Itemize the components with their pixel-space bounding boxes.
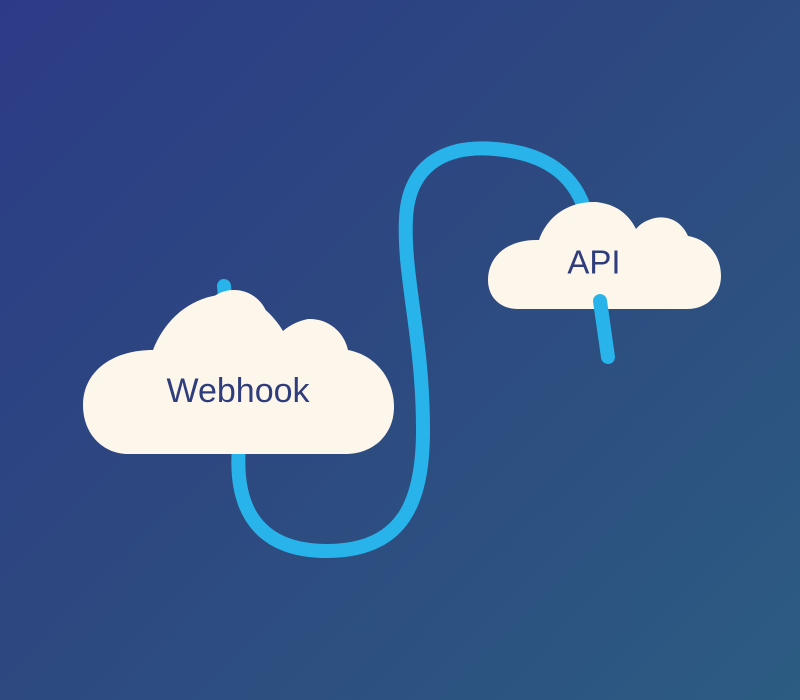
api-label: API xyxy=(567,243,621,281)
api-cloud-puff-center xyxy=(566,202,622,258)
webhook-cloud-puff-left xyxy=(126,387,160,421)
api-connector-stub xyxy=(593,294,615,364)
api-cloud xyxy=(488,202,721,309)
webhook-cloud-puff-right xyxy=(289,320,337,368)
api-cloud-puff-left xyxy=(515,265,539,289)
webhook-to-api-connector xyxy=(231,141,593,558)
webhook-cloud-puff-center xyxy=(199,290,269,360)
api-cloud-puff-right xyxy=(632,226,668,262)
webhook-label: Webhook xyxy=(166,372,310,410)
webhook-cloud xyxy=(83,290,394,454)
